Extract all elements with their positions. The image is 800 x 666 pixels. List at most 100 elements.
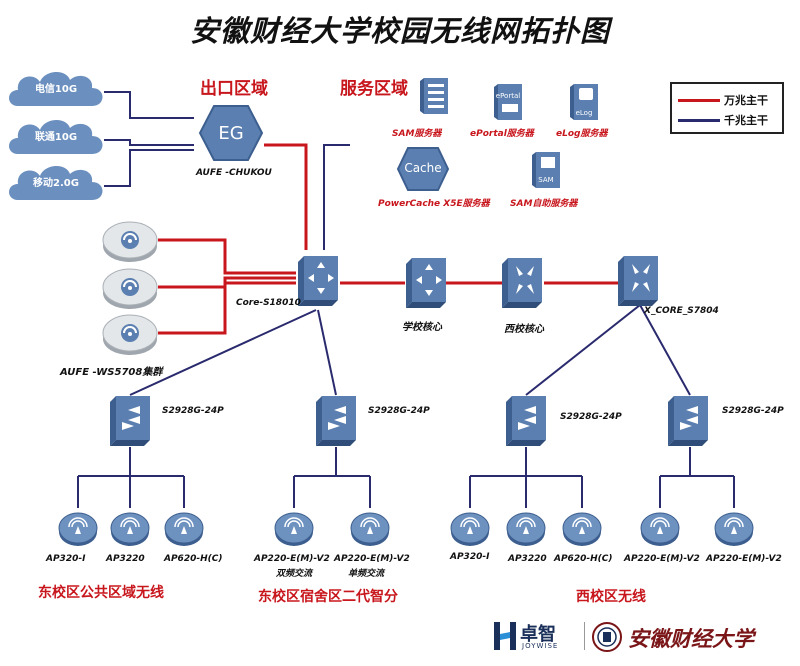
isp-label-mobile: 移动2.0G: [33, 178, 79, 189]
server-icon: [494, 84, 522, 120]
ap-east-dorm-2-note: 单频交流: [348, 569, 385, 579]
server-icon: [420, 78, 448, 114]
ap-west-a-2: [506, 508, 546, 548]
east-uplinks: [129, 304, 691, 396]
powercache-server: Cache: [396, 146, 450, 192]
access-point-icon: [58, 512, 98, 546]
access-switch-east-1: [110, 396, 150, 446]
ap-links: [77, 447, 735, 508]
area-west-label: 西校区无线: [576, 589, 646, 605]
egress-icon-text: EG: [218, 123, 244, 144]
ap-east-public-3: [164, 508, 204, 548]
access-switch-east-1-label: S2928G-24P: [162, 406, 224, 416]
elog-server-label: eLog服务器: [556, 129, 608, 139]
ap-east-public-2: [110, 508, 150, 548]
cloud-icon: [9, 119, 103, 154]
ap-east-dorm-1-label: AP220-E(M)-V2: [254, 554, 330, 564]
access-switch-icon: [668, 396, 708, 446]
isp-label-telecom: 电信10G: [34, 84, 78, 95]
access-switch-east-2: [316, 396, 356, 446]
core-switch-icon: [618, 256, 658, 306]
ap-east-dorm-2-label: AP220-E(M)-V2: [334, 554, 410, 564]
link-service-core: [323, 144, 350, 250]
core-switch-icon: [502, 258, 542, 308]
isp-cloud-mobile: 移动2.0G: [4, 160, 108, 206]
access-point-icon: [714, 512, 754, 546]
access-switch-west-2-label: S2928G-24P: [722, 406, 784, 416]
ap-west-a-1: [450, 508, 490, 548]
x-core-label: X_CORE_S7804: [644, 306, 719, 316]
sam-server-label: SAM服务器: [392, 129, 442, 139]
core-switch-s18010: [298, 256, 338, 306]
link-unicom: [104, 139, 194, 146]
sam-self-icon-text: SAM: [538, 176, 554, 184]
ap-west-b-2-label: AP220-E(M)-V2: [706, 554, 782, 564]
isp-cloud-unicom: 联通10G: [4, 114, 108, 160]
access-point-icon: [350, 512, 390, 546]
access-switch-icon: [316, 396, 356, 446]
joywise-logo: 卓智 JOYWISE: [494, 620, 584, 654]
logo-divider: [584, 622, 585, 650]
x-core-switch: [618, 256, 658, 306]
ap-west-b-1: [640, 508, 680, 548]
school-core-label: 学校核心: [402, 322, 442, 333]
access-point-icon: [640, 512, 680, 546]
server-icon: [532, 152, 560, 188]
elog-server: eLog: [568, 82, 600, 122]
wireless-controller-icon: [102, 314, 158, 355]
access-point-icon: [274, 512, 314, 546]
server-icon: [570, 84, 598, 120]
sam-server: [418, 76, 450, 116]
access-point-icon: [164, 512, 204, 546]
school-core-switch: [406, 258, 446, 308]
sam-self-server-label: SAM自助服务器: [510, 199, 578, 209]
access-switch-west-1-label: S2928G-24P: [560, 412, 622, 422]
wireless-controller-1: [102, 216, 158, 264]
core-s18010-label: Core-S18010: [236, 298, 301, 308]
access-point-icon: [562, 512, 602, 546]
egress-gateway: EG: [198, 104, 264, 162]
cloud-icon: [9, 71, 103, 106]
isp-cloud-telecom: 电信10G: [4, 66, 108, 112]
ap-west-a-3: [562, 508, 602, 548]
ap-east-dorm-1: [274, 508, 314, 548]
legend: 万兆主干 千兆主干: [670, 82, 784, 134]
core-switch-icon: [406, 258, 446, 308]
legend-item-10g: 万兆主干: [678, 92, 768, 108]
access-switch-icon: [506, 396, 546, 446]
isp-label-unicom: 联通10G: [34, 132, 78, 143]
eportal-server: ePortal: [492, 82, 524, 122]
access-point-icon: [450, 512, 490, 546]
egress-gateway-icon: [198, 105, 264, 161]
link-x-west1: [525, 304, 641, 396]
ap-west-b-2: [714, 508, 754, 548]
link-ctrl-3: [158, 281, 296, 335]
zone-service-label: 服务区域: [340, 79, 408, 99]
wireless-controller-3: [102, 309, 158, 357]
access-point-icon: [110, 512, 150, 546]
elog-icon-text: eLog: [575, 109, 593, 117]
legend-label-1g: 千兆主干: [724, 114, 768, 127]
link-core-east1: [129, 309, 317, 396]
ap-west-a-2-label: AP3220: [508, 554, 547, 564]
access-point-icon: [506, 512, 546, 546]
powercache-server-label: PowerCache X5E服务器: [378, 199, 490, 209]
ap-east-dorm-1-note: 双频交流: [276, 569, 313, 579]
cache-icon: [396, 147, 450, 191]
access-switch-west-2: [668, 396, 708, 446]
isp-links: [104, 91, 194, 187]
ap-east-public-1-label: AP320-I: [46, 554, 86, 564]
joywise-mark-icon: [494, 622, 516, 650]
legend-item-1g: 千兆主干: [678, 112, 768, 128]
wireless-controller-2: [102, 263, 158, 311]
egress-label: AUFE -CHUKOU: [196, 168, 272, 178]
link-eg-core: [264, 143, 308, 250]
ap-west-a-3-label: AP620-H(C): [554, 554, 613, 564]
eportal-server-label: ePortal服务器: [470, 129, 534, 139]
ap-east-public-2-label: AP3220: [106, 554, 145, 564]
area-east-dorm-label: 东校区宿舍区二代智分: [258, 589, 398, 605]
cache-icon-text: Cache: [404, 161, 442, 175]
west-core-label: 西校核心: [504, 324, 544, 335]
